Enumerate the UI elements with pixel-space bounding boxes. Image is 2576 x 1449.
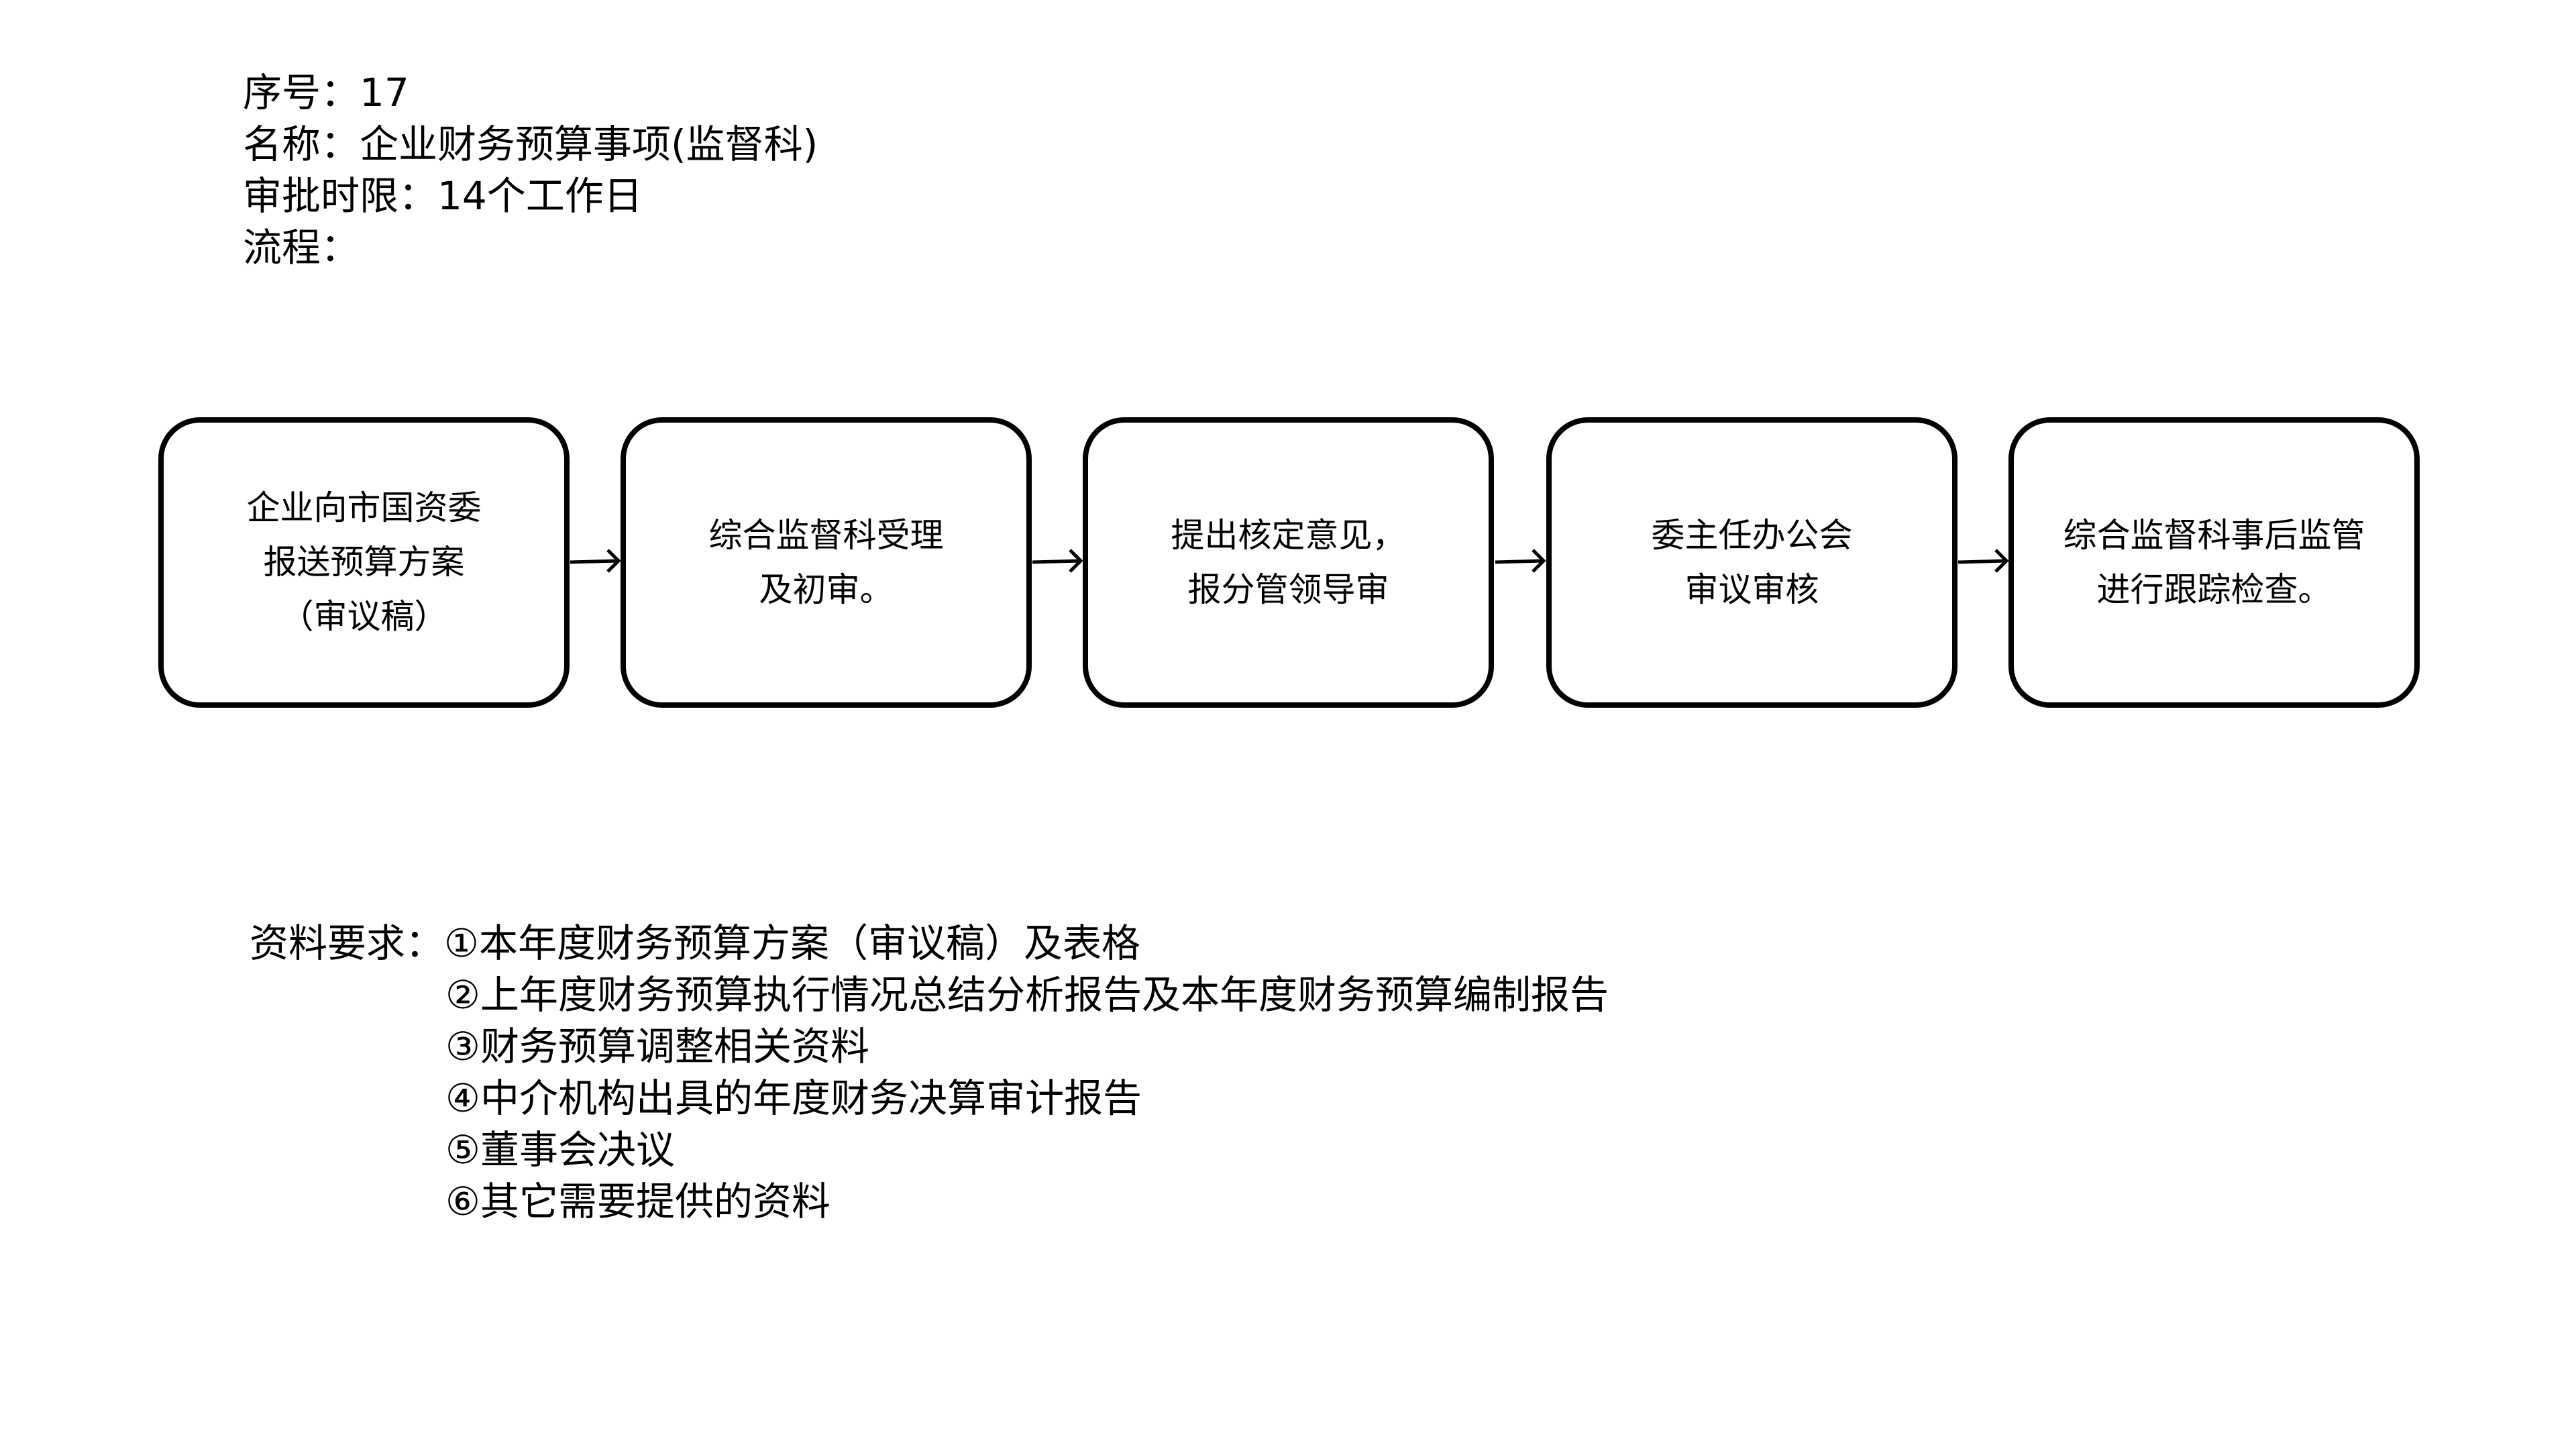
step-text: 综合监督科事后监管: [2063, 515, 2365, 555]
requirement-item: ⑥其它需要提供的资料: [445, 1179, 830, 1224]
requirement-item: ④中介机构出具的年度财务决算审计报告: [445, 1075, 1142, 1121]
arrow-right-icon: [1495, 549, 1546, 573]
requirement-first-line: 资料要求：①本年度财务预算方案（审议稿）及表格: [250, 918, 1609, 969]
step-text: 及初审。: [759, 570, 894, 609]
header-info: 序号：17 名称：企业财务预算事项(监督科) 审批时限：14个工作日 流程：: [243, 67, 818, 274]
flow-step-5: 综合监督科事后监管进行跟踪检查。: [2008, 417, 2420, 708]
step-text: 报送预算方案: [263, 543, 465, 582]
flow-step-4: 委主任办公会审议审核: [1546, 417, 1957, 708]
approval-time-limit: 审批时限：14个工作日: [243, 173, 643, 219]
step-text: 委主任办公会: [1651, 515, 1853, 555]
arrow-right-icon: [1958, 549, 2009, 573]
flow-step-1: 企业向市国资委报送预算方案 （审议稿）: [158, 417, 570, 708]
arrow-right-icon: [570, 549, 621, 573]
requirement-item: ②上年度财务预算执行情况总结分析报告及本年度财务预算编制报告: [445, 972, 1609, 1018]
step-text: 审议审核: [1684, 570, 1819, 609]
requirements-label: 资料要求：: [250, 920, 445, 966]
serial-number: 序号：17: [243, 70, 409, 115]
item-name: 名称：企业财务预算事项(监督科): [243, 121, 818, 167]
step-text: 企业向市国资委: [246, 488, 482, 527]
flow-step-3: 提出核定意见， 报分管领导审: [1083, 417, 1494, 708]
flow-step-2: 综合监督科受理及初审。: [621, 417, 1032, 708]
step-text: 报分管领导审: [1187, 570, 1389, 609]
step-text: （审议稿）: [280, 597, 448, 636]
requirement-item: ③财务预算调整相关资料: [445, 1024, 869, 1069]
requirements: 资料要求：①本年度财务预算方案（审议稿）及表格 ②上年度财务预算执行情况总结分析…: [250, 918, 1609, 1228]
step-text: 进行跟踪检查。: [2096, 570, 2332, 609]
step-text: 综合监督科受理: [708, 515, 944, 555]
process-label: 流程：: [243, 225, 360, 270]
step-text: 提出核定意见，: [1171, 515, 1406, 555]
requirement-item: ⑤董事会决议: [445, 1127, 675, 1173]
requirement-item: ①本年度财务预算方案（审议稿）及表格: [444, 920, 1141, 966]
arrow-right-icon: [1032, 549, 1083, 573]
